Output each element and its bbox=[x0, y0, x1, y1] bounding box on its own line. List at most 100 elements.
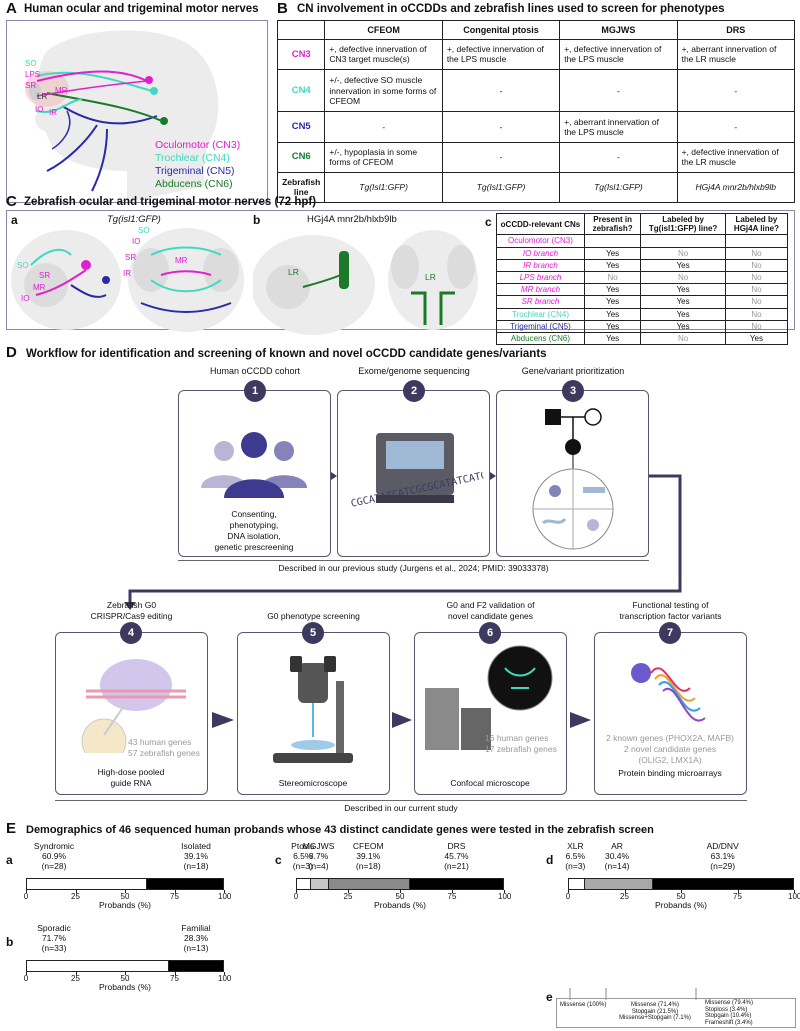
segment-label-n: (n=13) bbox=[183, 942, 209, 953]
panel-d-title: Workflow for identification and screenin… bbox=[26, 348, 547, 360]
sequencer-base bbox=[376, 495, 454, 503]
value-cell: No bbox=[724, 283, 789, 297]
caption-line: phenotyping, bbox=[229, 520, 279, 530]
table-row: CN5 - - +, aberrant innervation of the L… bbox=[276, 111, 796, 143]
cn-name-cell: Trigeminal (CN5) bbox=[496, 319, 585, 333]
segment-label-pct: 60.9% bbox=[41, 850, 67, 861]
table-cell: +, aberrant innervation of the LR muscle bbox=[676, 38, 796, 71]
table-header-cell: Present in zebrafish? bbox=[583, 212, 642, 236]
step-5-label: G0 phenotype screening bbox=[267, 611, 360, 621]
panel-b-letter: B bbox=[277, 0, 288, 17]
axis-tick-label: 100 bbox=[218, 892, 232, 901]
cn-name-cell: Trochlear (CN4) bbox=[496, 307, 585, 321]
value-cell: Yes bbox=[583, 331, 642, 346]
label-io: IO bbox=[35, 105, 44, 114]
axis-tick bbox=[174, 890, 176, 893]
microscope-head bbox=[298, 663, 328, 703]
count-line: 43 human genes bbox=[128, 737, 192, 747]
step-7-caption: Protein binding microarrays bbox=[618, 768, 722, 778]
step-1-caption: Consenting, phenotyping, DNA isolation, … bbox=[179, 509, 329, 553]
trigeminal-nerve-lateral bbox=[70, 284, 107, 298]
abducens-nerve bbox=[46, 92, 163, 122]
variant-line: Missense (79.4%) bbox=[705, 1000, 754, 1006]
trigeminal-branch-3 bbox=[51, 110, 71, 150]
value-cell: No bbox=[724, 319, 789, 333]
axis-tick-label: 100 bbox=[498, 892, 512, 901]
label-ca-right-mr: MR bbox=[175, 256, 188, 265]
value-cell: No bbox=[724, 270, 789, 285]
quadrant-icon bbox=[541, 517, 567, 525]
step-1-number: 1 bbox=[244, 380, 266, 402]
chart-b-letter: b bbox=[6, 935, 14, 949]
table-header-cell: MGJWS bbox=[559, 20, 678, 40]
segment-label-name: Syndromic bbox=[33, 841, 75, 851]
arrow-1-2 bbox=[331, 472, 337, 480]
fish-eye-dorsal-right bbox=[203, 248, 239, 292]
table-cell: - bbox=[441, 111, 561, 143]
axis-tick bbox=[794, 890, 795, 893]
table-cell: - bbox=[441, 141, 561, 173]
trigeminal-nucleus-lateral bbox=[102, 276, 110, 284]
variant-line: Stopgain (21.5%) bbox=[631, 1008, 679, 1015]
label-line: CRISPR/Cas9 editing bbox=[90, 611, 173, 621]
axis-tick bbox=[624, 890, 626, 893]
binding-curve bbox=[654, 674, 696, 702]
segment-label-pct: 39.1% bbox=[183, 850, 209, 861]
segment-label-name: AR bbox=[611, 841, 623, 851]
axis-tick-label: 0 bbox=[23, 974, 29, 983]
axis-tick bbox=[75, 890, 77, 893]
current-study-bracket bbox=[55, 800, 747, 801]
segment-label-n: (n=33) bbox=[41, 942, 67, 953]
bar-segment bbox=[167, 961, 223, 971]
panel-c-letter: C bbox=[6, 193, 17, 210]
value-cell bbox=[640, 234, 726, 248]
axis-tick-label: 75 bbox=[447, 892, 457, 901]
oculomotor-branch bbox=[36, 80, 148, 97]
table-cell: +/-, defective SO muscle innervation in … bbox=[324, 68, 443, 113]
table-cell: Tg(Isl1:GFP) bbox=[441, 171, 561, 204]
axis-tick-label: 0 bbox=[293, 892, 299, 901]
trochlear-nerve-lateral bbox=[30, 248, 72, 266]
arrow-4-5 bbox=[212, 712, 234, 728]
count-line: 16 human genes bbox=[485, 733, 549, 743]
table-cell: Tg(Isl1:GFP) bbox=[324, 171, 443, 204]
segment-label-pct: 28.3% bbox=[183, 932, 209, 943]
panel-e-title: Demographics of 46 sequenced human proba… bbox=[26, 824, 654, 836]
axis-tick-label: 50 bbox=[120, 974, 130, 983]
legend-trochlear: Trochlear (CN4) bbox=[155, 152, 230, 164]
variant-line: Missense (100%) bbox=[560, 1002, 607, 1008]
axis-tick bbox=[26, 890, 27, 893]
value-cell: Yes bbox=[640, 258, 726, 272]
trigeminal-nerve bbox=[61, 105, 158, 125]
oculomotor-nerve-lateral bbox=[35, 269, 87, 296]
protein-binding-icon bbox=[631, 663, 706, 722]
table-header-row: oCCDD-relevant CNs Present in zebrafish?… bbox=[496, 212, 789, 236]
chart-d-letter: d bbox=[546, 853, 554, 867]
value-cell: No bbox=[640, 331, 726, 346]
person-head-icon bbox=[274, 441, 294, 461]
caption-line: guide RNA bbox=[110, 778, 152, 788]
axis-tick bbox=[224, 890, 225, 893]
table-header-cell: Labeled by HGj4A line? bbox=[724, 212, 789, 236]
step-2-number: 2 bbox=[403, 380, 425, 402]
label-lr: LR bbox=[37, 92, 48, 101]
segment-label-name: Isolated bbox=[181, 841, 211, 851]
axis-tick bbox=[75, 972, 77, 975]
axis-tick bbox=[681, 890, 682, 893]
step-5-number: 5 bbox=[302, 622, 324, 644]
count-line: 17 zebrafish genes bbox=[485, 744, 557, 754]
segment-label-n: (n=29) bbox=[710, 860, 736, 871]
table-header-cell: CFEOM bbox=[324, 20, 443, 40]
step-3-number: 3 bbox=[562, 380, 584, 402]
segment-label-n: (n=28) bbox=[41, 860, 67, 871]
axis-tick bbox=[348, 890, 349, 893]
step-6-caption: Confocal microscope bbox=[450, 778, 530, 788]
bar-segment bbox=[310, 879, 329, 889]
